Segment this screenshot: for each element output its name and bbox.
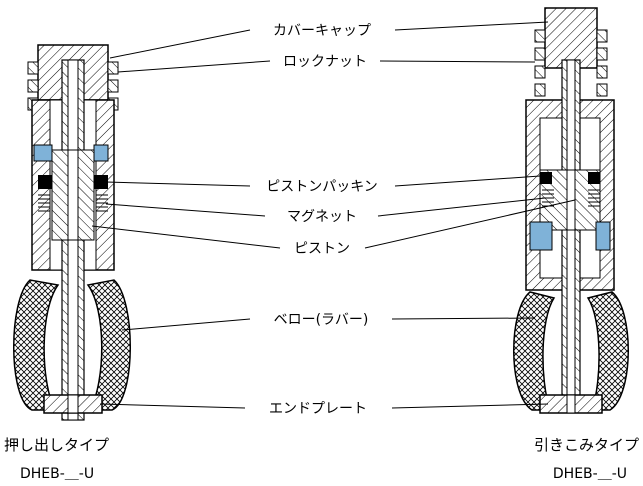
right-magnet — [542, 189, 600, 207]
left-seal — [33, 144, 53, 162]
right-seal — [529, 221, 553, 251]
left-magnet — [38, 194, 108, 212]
label-lock-nut: ロックナット — [283, 54, 367, 70]
label-piston-packing: ピストンパッキン — [266, 179, 378, 195]
label-end-plate: エンドプレート — [269, 401, 367, 417]
label-bellows: ベロー(ラバー) — [274, 312, 369, 328]
pull-type-cylinder — [513, 7, 629, 414]
push-type-cylinder — [13, 44, 131, 421]
right-piston-packing — [540, 172, 552, 184]
label-piston: ピストン — [294, 241, 350, 257]
left-piston-packing — [38, 175, 52, 189]
right-lock-nut — [534, 29, 608, 97]
left-model-number: DHEB-＿-U — [20, 466, 94, 482]
left-type-caption: 押し出しタイプ — [4, 436, 109, 454]
right-cover-cap — [544, 7, 598, 69]
leader-lines — [91, 21, 576, 409]
label-cover-cap: カバーキャップ — [273, 23, 371, 39]
right-model-number: DHEB-＿-U — [553, 466, 627, 482]
right-type-caption: 引きこみタイプ — [534, 436, 639, 454]
label-magnet: マグネット — [287, 209, 357, 225]
